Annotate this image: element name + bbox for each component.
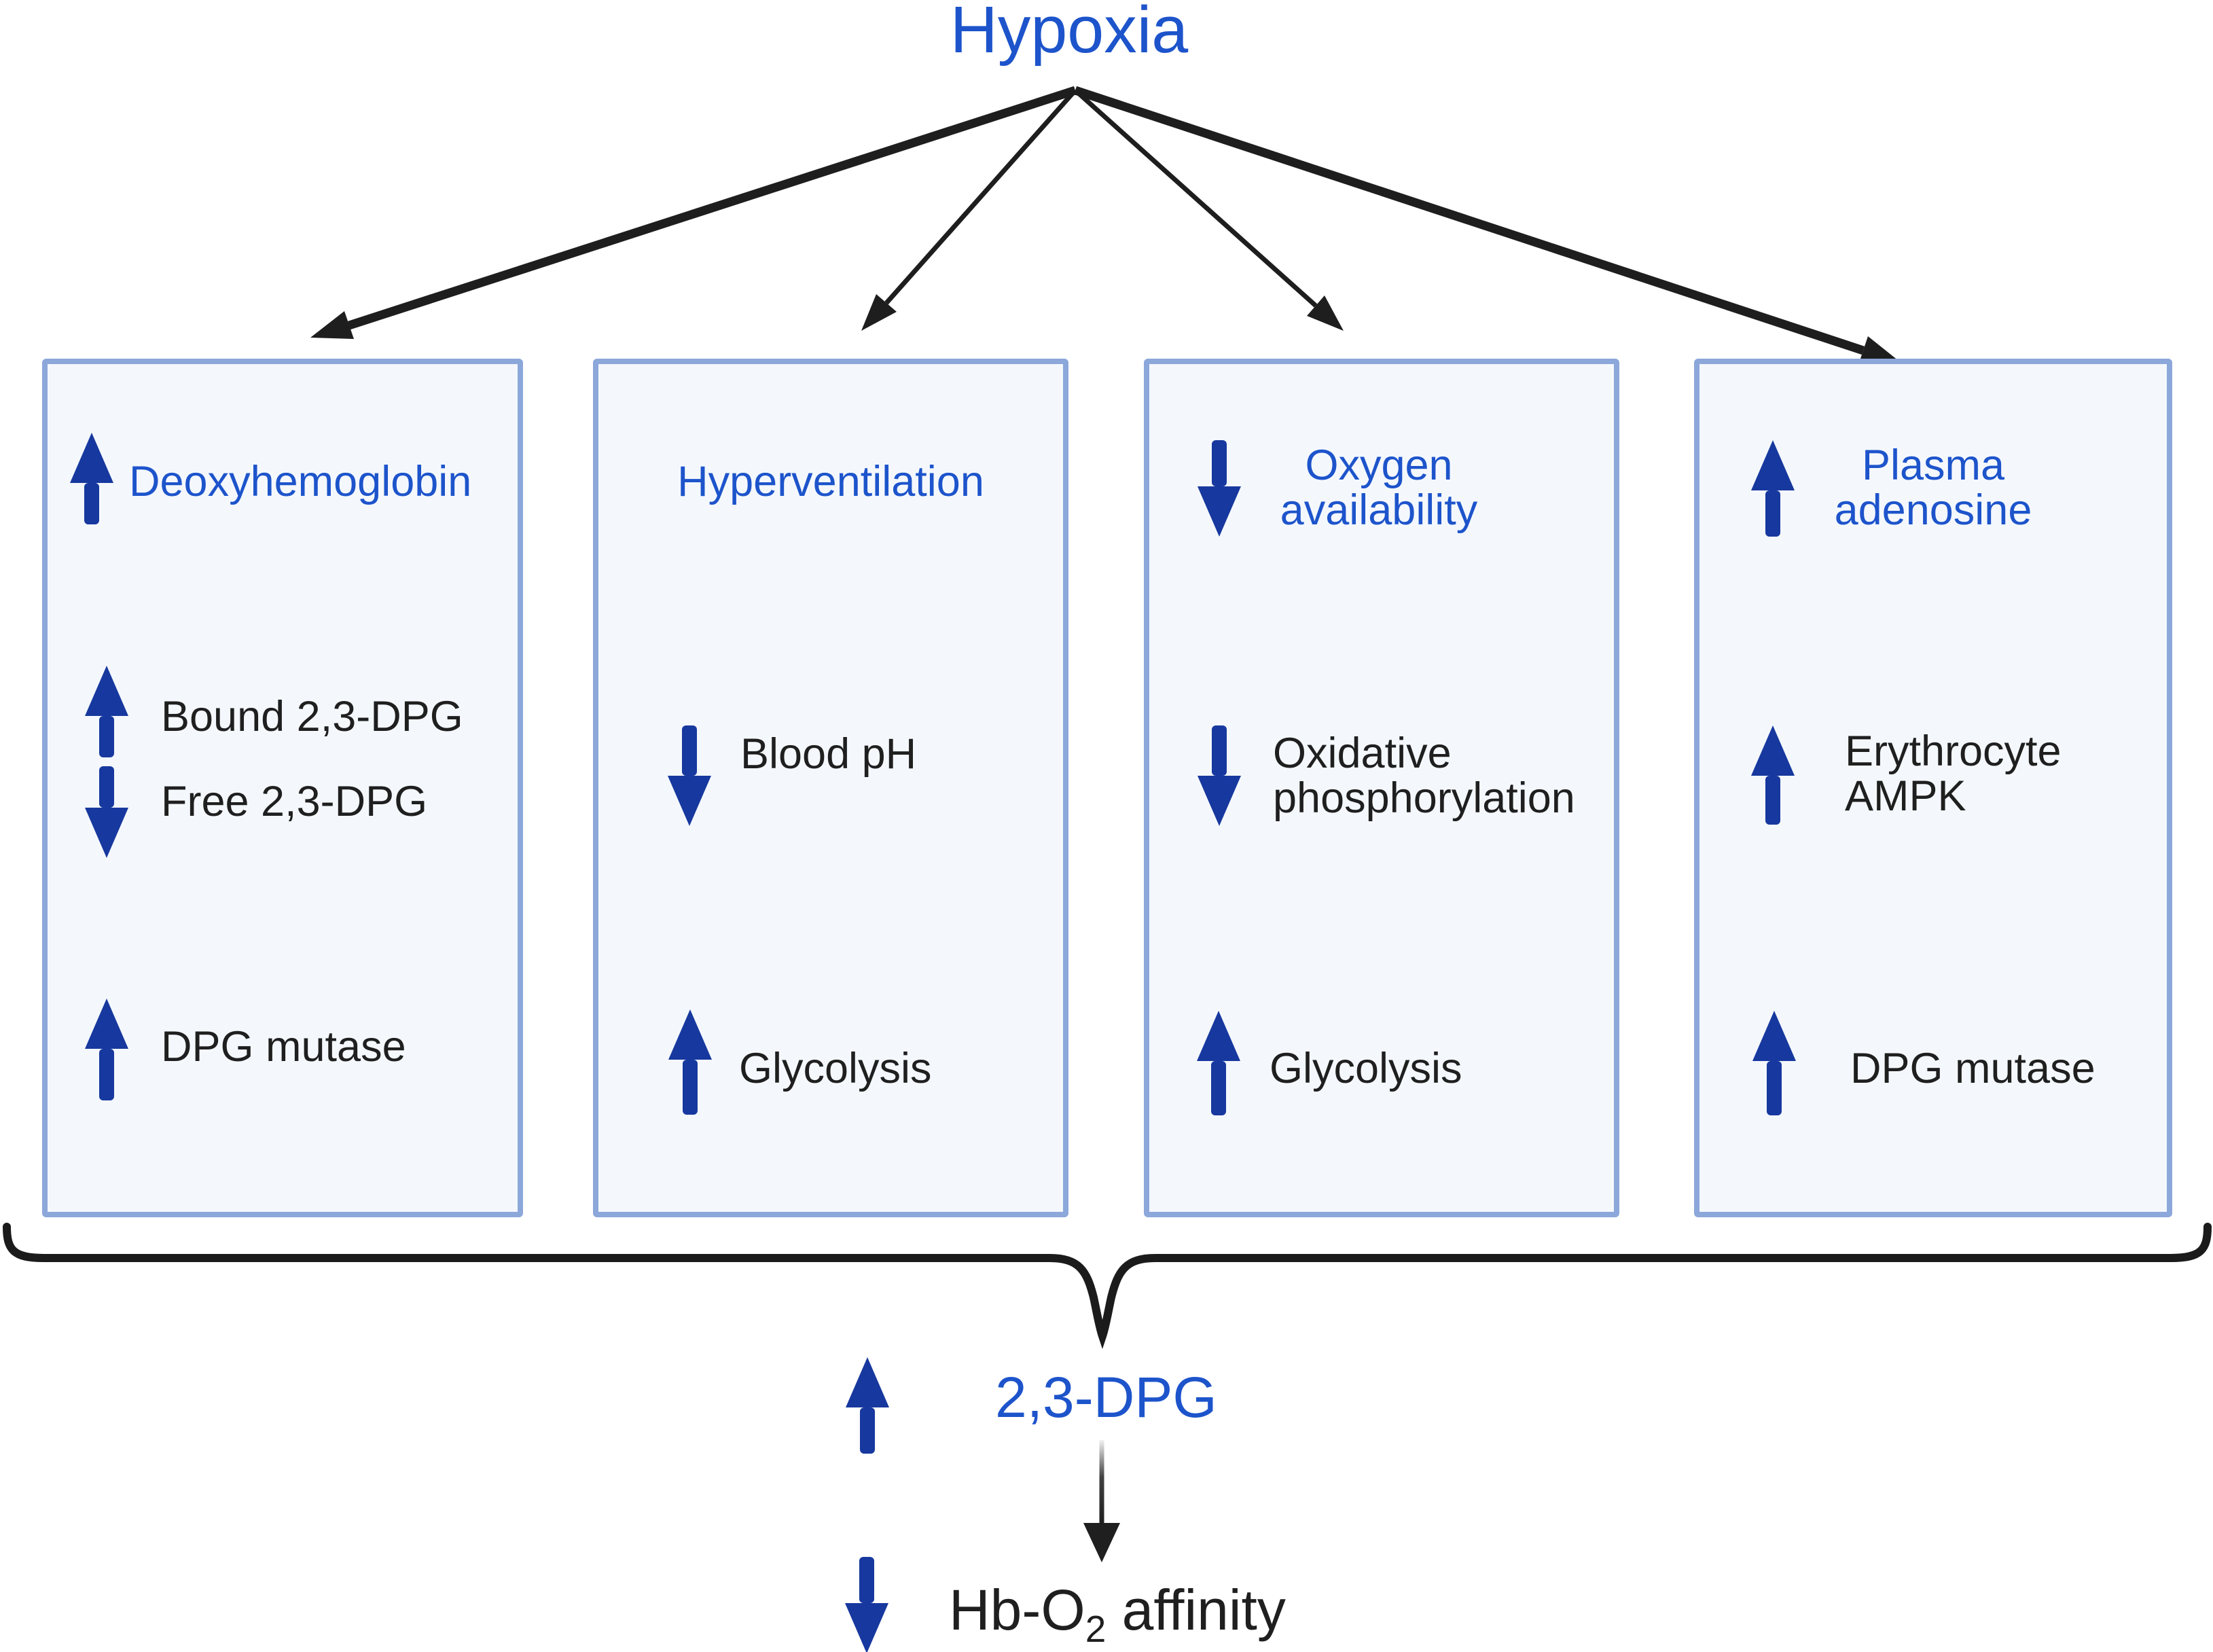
down-arrow-icon — [1198, 440, 1241, 537]
up-arrow-icon — [70, 433, 113, 524]
pathway-box-deoxyhemoglobin — [42, 359, 523, 1217]
final-label: Hb-O2 affinity — [949, 1578, 1286, 1650]
row-label: Glycolysis — [739, 1045, 932, 1092]
up-arrow-icon — [1197, 1011, 1240, 1115]
row-label: Glycolysis — [1270, 1045, 1462, 1092]
outcome-label: 2,3-DPG — [995, 1365, 1217, 1429]
row-label: DPG mutase — [161, 1023, 406, 1071]
curly-brace — [3, 1223, 2212, 1349]
subscript: 2 — [1085, 1607, 1106, 1650]
up-arrow-icon — [846, 1357, 889, 1454]
up-arrow-icon — [1752, 1011, 1796, 1115]
row-label: Oxidative phosphorylation — [1273, 730, 1575, 822]
up-arrow-icon — [85, 999, 128, 1100]
up-arrow-icon — [668, 1009, 712, 1115]
row-label: Free 2,3-DPG — [161, 778, 428, 825]
row-label: DPG mutase — [1850, 1045, 2095, 1092]
box-label: Hyperventilation — [677, 458, 984, 505]
row-label: Erythrocyte AMPK — [1845, 728, 2062, 820]
hypoxia-fan-arrow-icon — [310, 86, 1902, 365]
down-arrow-icon — [668, 725, 711, 826]
box-label: Deoxyhemoglobin — [129, 458, 472, 505]
row-label: Bound 2,3-DPG — [161, 693, 463, 740]
down-arrow-icon — [85, 766, 128, 858]
up-arrow-icon — [85, 666, 128, 757]
down-arrow-icon — [1198, 725, 1241, 826]
box-label: Plasma adenosine — [1834, 442, 2032, 534]
up-arrow-icon — [1751, 725, 1795, 825]
box-label: Oxygen availability — [1280, 442, 1478, 534]
down-arrow-icon — [845, 1557, 888, 1652]
page-title: Hypoxia — [950, 0, 1189, 67]
up-arrow-icon — [1751, 440, 1795, 537]
row-label: Blood pH — [740, 730, 917, 778]
